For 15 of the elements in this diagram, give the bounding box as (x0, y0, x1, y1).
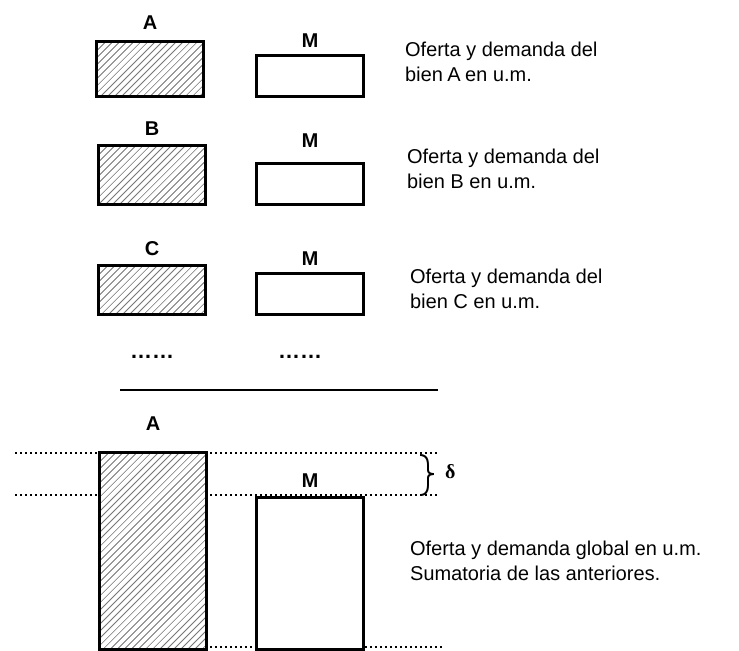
bar-heading: C (144, 238, 160, 260)
description-text: Oferta y demanda global en u.m. Sumatoria de las anteriores. (410, 537, 702, 587)
bar-heading: A (144, 413, 162, 435)
ellipsis: …… (130, 338, 174, 363)
bar-heading: M (300, 130, 320, 152)
ellipsis: …… (278, 338, 322, 363)
bar-heading: A (142, 12, 158, 34)
bar-heading: B (144, 118, 160, 140)
description-text: Oferta y demanda del bien B en u.m. (407, 145, 600, 195)
description-text: Oferta y demanda del bien A en u.m. (405, 38, 598, 88)
bar-heading: M (300, 30, 320, 52)
bar-heading: M (300, 248, 320, 270)
bar-heading: M (300, 470, 320, 492)
delta-symbol: δ (445, 460, 456, 485)
description-text: Oferta y demanda del bien C en u.m. (410, 265, 604, 315)
